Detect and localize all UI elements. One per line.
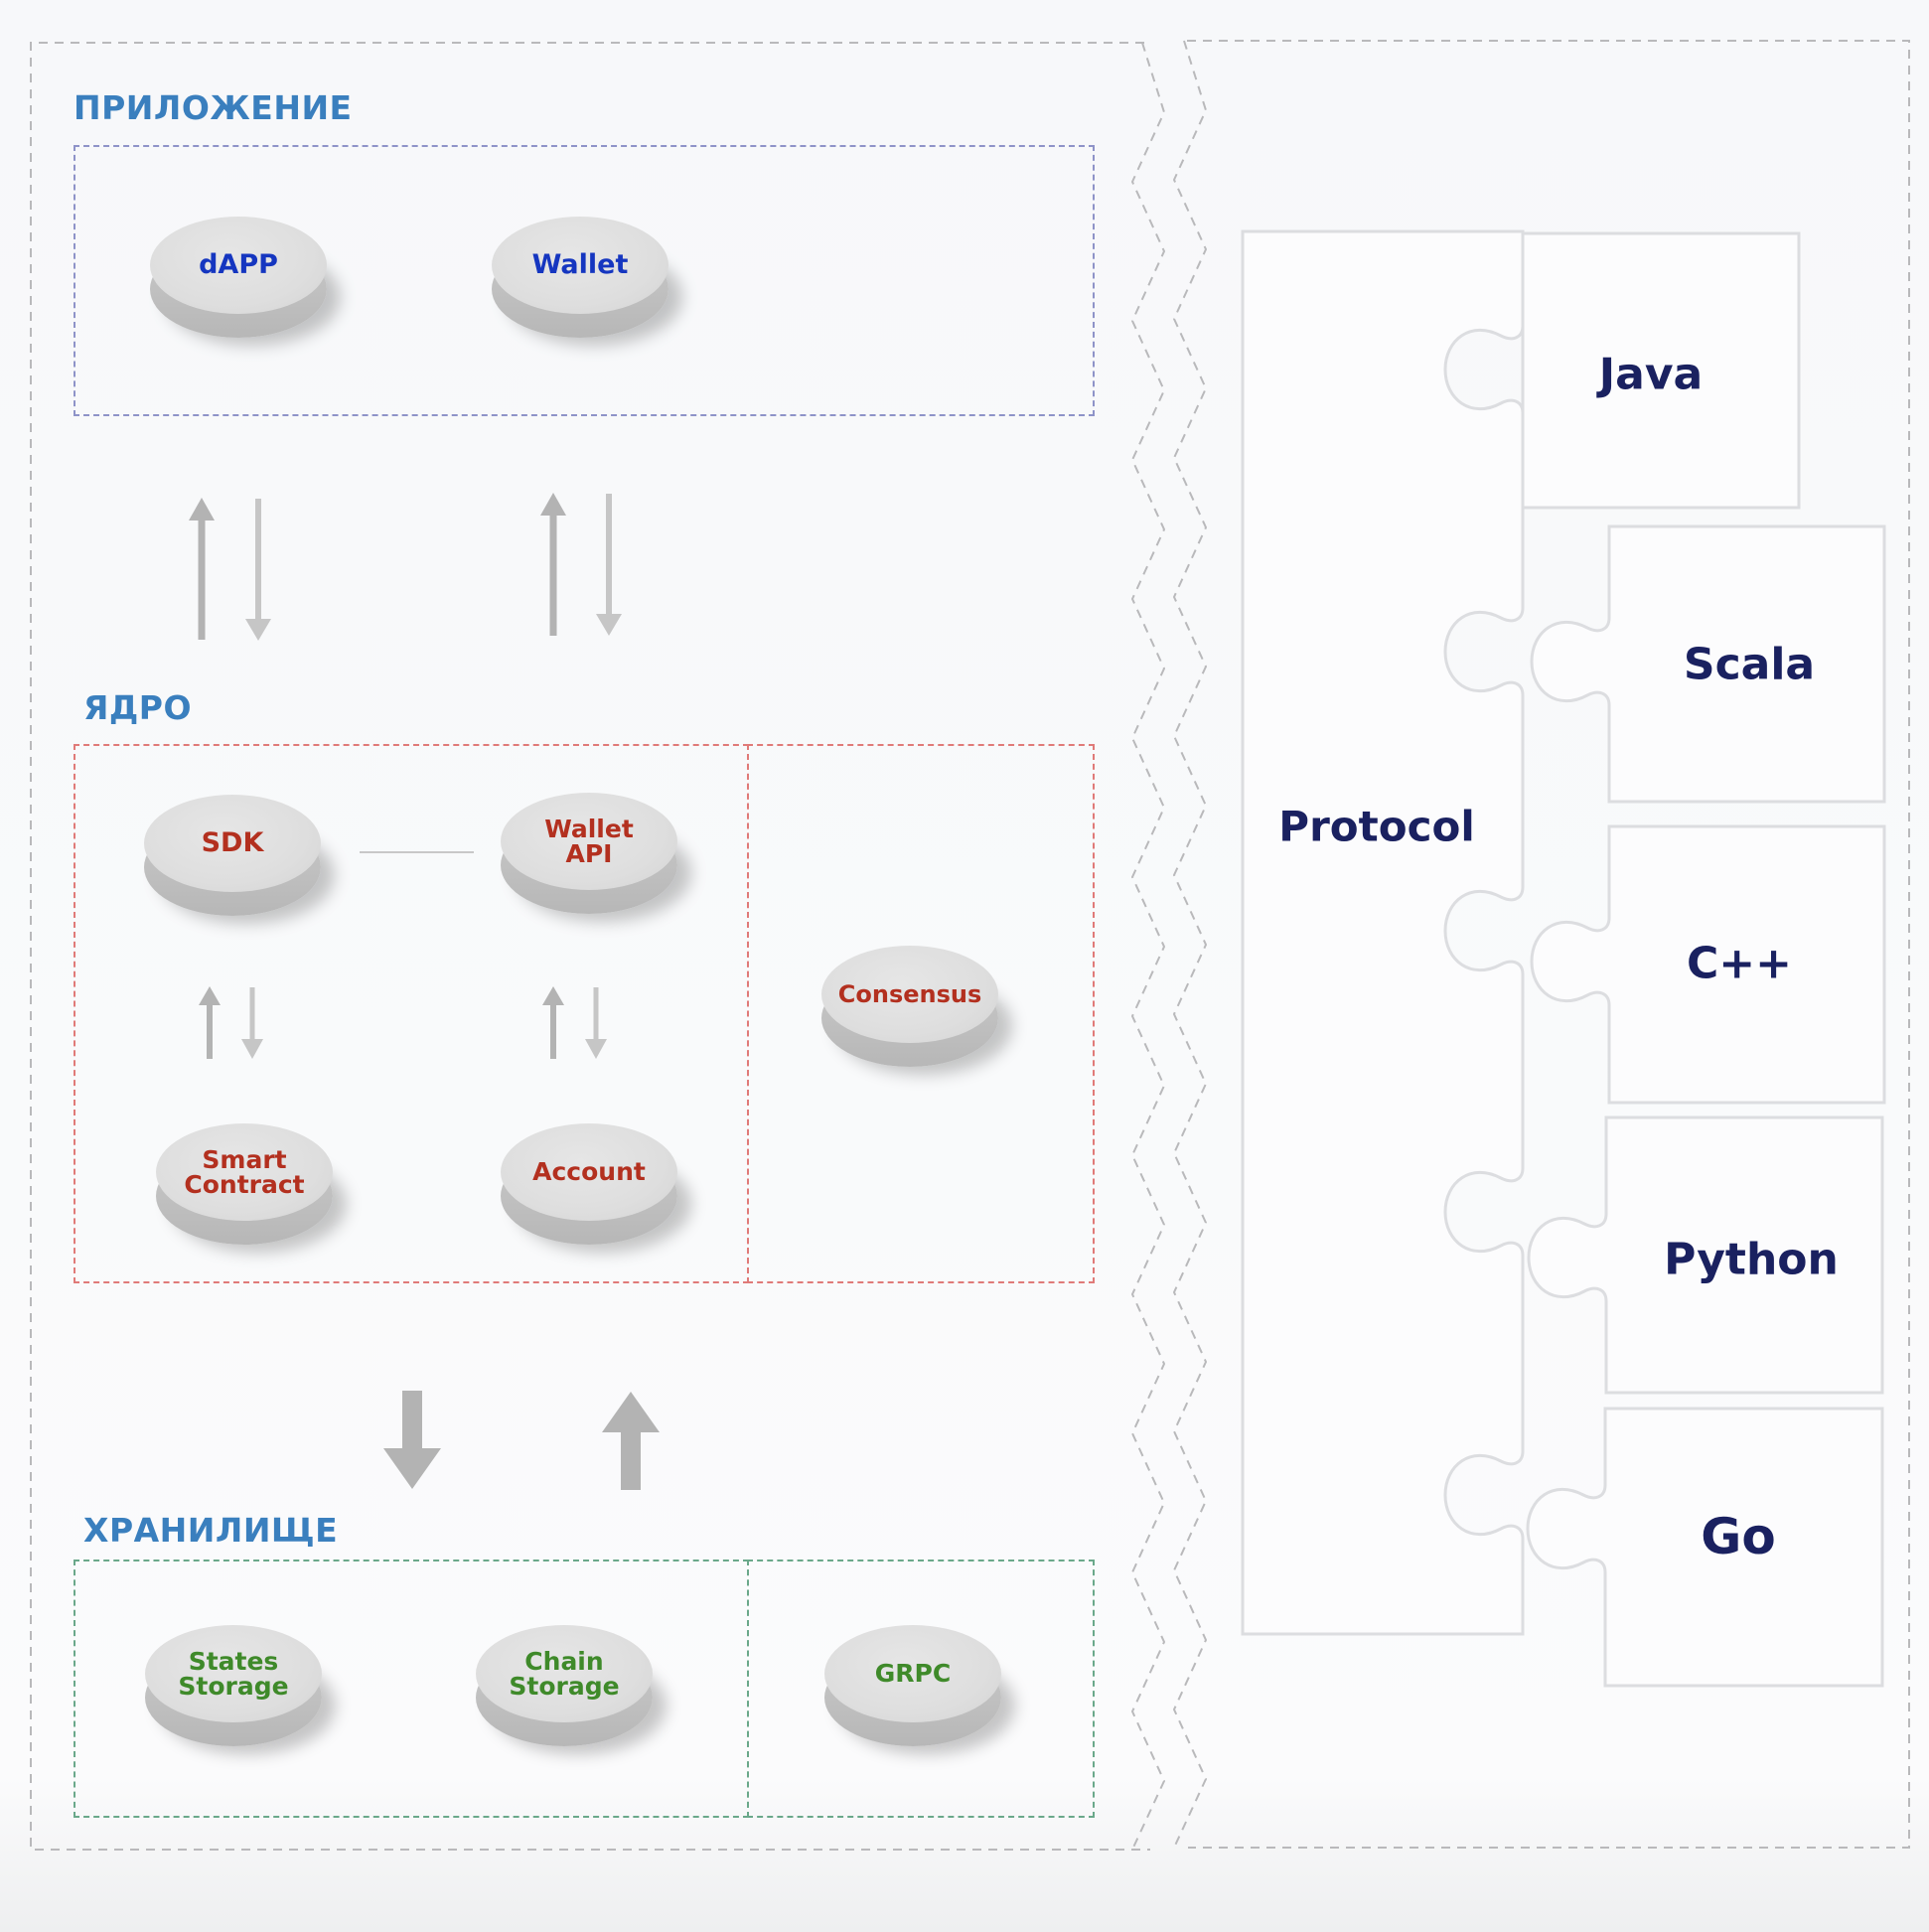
python-piece xyxy=(1527,1115,1884,1395)
node-label: Consensus xyxy=(837,980,982,1008)
consensus-box xyxy=(747,744,1095,1283)
node-wallet[interactable]: Wallet xyxy=(492,217,670,340)
node-consensus[interactable]: Consensus xyxy=(821,946,1000,1069)
application-layer-box xyxy=(74,145,1095,416)
application-layer-label: ПРИЛОЖЕНИЕ xyxy=(74,88,353,127)
node-states-storage[interactable]: States Storage xyxy=(145,1625,324,1748)
node-label: GRPC xyxy=(874,1659,952,1688)
node-label: Chain Storage xyxy=(509,1647,620,1701)
left-panel-frame xyxy=(30,42,1150,1851)
node-smart-contract[interactable]: Smart Contract xyxy=(156,1123,335,1247)
right-zigzag-edge xyxy=(1172,40,1208,1849)
node-label: Wallet xyxy=(531,249,629,280)
left-zigzag-edge xyxy=(1130,42,1166,1851)
cpp-piece xyxy=(1530,824,1886,1105)
node-label: dAPP xyxy=(199,249,278,280)
node-account[interactable]: Account xyxy=(501,1123,679,1247)
core-layer-label: ЯДРО xyxy=(83,688,193,727)
disc-top xyxy=(492,217,668,314)
sdk-smartcontract-arrows xyxy=(199,986,263,1059)
node-label: Account xyxy=(532,1157,646,1186)
disc-top xyxy=(821,946,998,1043)
language-cpp: C++ xyxy=(1686,938,1793,989)
node-label: States Storage xyxy=(178,1647,289,1701)
app-core-arrows-right xyxy=(540,493,622,636)
language-puzzle xyxy=(1241,229,1886,1688)
protocol-label: Protocol xyxy=(1278,802,1475,851)
node-label: Smart Contract xyxy=(184,1145,305,1199)
language-scala: Scala xyxy=(1683,639,1816,690)
go-piece xyxy=(1526,1407,1884,1688)
right-panel-frame xyxy=(1187,40,1910,1849)
disc-top xyxy=(501,793,677,890)
node-label: Wallet API xyxy=(544,815,634,868)
core-to-storage-arrow xyxy=(383,1391,441,1489)
disc-top xyxy=(144,795,321,892)
language-go: Go xyxy=(1701,1508,1776,1565)
node-grpc[interactable]: GRPC xyxy=(824,1625,1003,1748)
disc-top xyxy=(150,217,327,314)
disc-top xyxy=(824,1625,1001,1722)
storage-layer-label: ХРАНИЛИЩЕ xyxy=(83,1511,339,1550)
node-sdk[interactable]: SDK xyxy=(144,795,323,918)
node-wallet-api[interactable]: Wallet API xyxy=(501,793,679,916)
node-dapp[interactable]: dAPP xyxy=(150,217,329,340)
scala-piece xyxy=(1530,524,1886,804)
language-java: Java xyxy=(1598,349,1704,400)
disc-top xyxy=(145,1625,322,1722)
storage-to-core-arrow xyxy=(602,1392,660,1490)
node-label: SDK xyxy=(201,827,264,858)
protocol-piece xyxy=(1241,229,1525,1636)
disc-top xyxy=(476,1625,653,1722)
app-core-arrows-left xyxy=(189,498,271,641)
grpc-box xyxy=(747,1560,1095,1818)
disc-top xyxy=(156,1123,333,1221)
walletapi-account-arrows xyxy=(542,986,607,1059)
disc-top xyxy=(501,1123,677,1221)
language-python: Python xyxy=(1664,1234,1839,1285)
java-piece xyxy=(1521,231,1801,510)
node-chain-storage[interactable]: Chain Storage xyxy=(476,1625,655,1748)
